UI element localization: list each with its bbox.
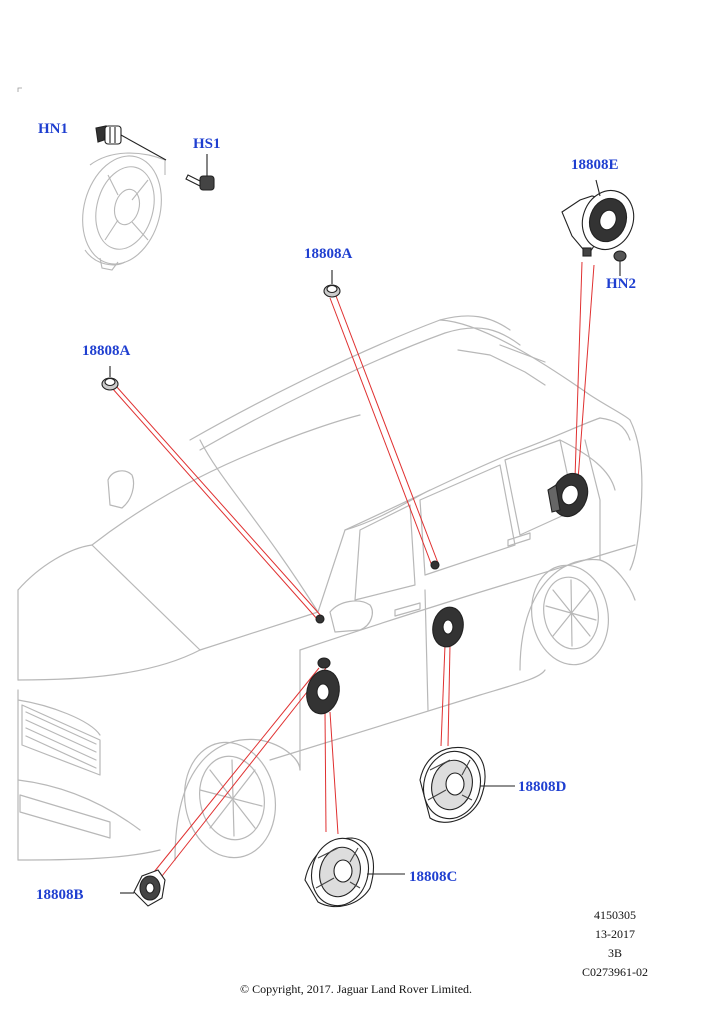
- hn1-clip-nut: [95, 125, 167, 161]
- hn2-nut: [613, 250, 627, 276]
- callout-18808a-top[interactable]: 18808A: [304, 246, 353, 262]
- installed-front-door-speaker: [306, 657, 340, 715]
- callout-hn2[interactable]: HN2: [606, 276, 636, 292]
- reference-revision: 3B: [607, 946, 622, 960]
- copyright-notice: © Copyright, 2017. Jaguar Land Rover Lim…: [239, 982, 473, 996]
- reference-number: 4150305: [594, 908, 636, 922]
- callout-18808c[interactable]: 18808C: [409, 869, 458, 885]
- tweeter-18808b: [120, 869, 166, 907]
- callout-hs1[interactable]: HS1: [193, 136, 221, 152]
- callout-18808e[interactable]: 18808E: [571, 157, 619, 173]
- installed-rear-door-speaker: [432, 606, 464, 648]
- callout-18808a-left[interactable]: 18808A: [82, 343, 131, 359]
- parts: [95, 125, 635, 908]
- speaker-18808c: [304, 837, 405, 908]
- speaker-18808d: [419, 746, 515, 823]
- callout-18808b[interactable]: 18808B: [36, 887, 84, 903]
- vehicle-outline: [17, 315, 643, 861]
- callout-hn1[interactable]: HN1: [38, 121, 68, 137]
- tweeter-18808a-left: [101, 366, 119, 391]
- callout-18808d[interactable]: 18808D: [518, 779, 567, 795]
- tweeter-18808a-top: [323, 270, 341, 298]
- reference-code: C0273961-02: [582, 965, 648, 979]
- leader-lines: [111, 261, 595, 877]
- subwoofer-18808e: [561, 179, 635, 257]
- installed-subwoofer: [547, 472, 589, 518]
- exploded-speaker-view: [82, 152, 166, 271]
- hs1-screw: [185, 154, 215, 191]
- reference-date: 13-2017: [595, 927, 635, 941]
